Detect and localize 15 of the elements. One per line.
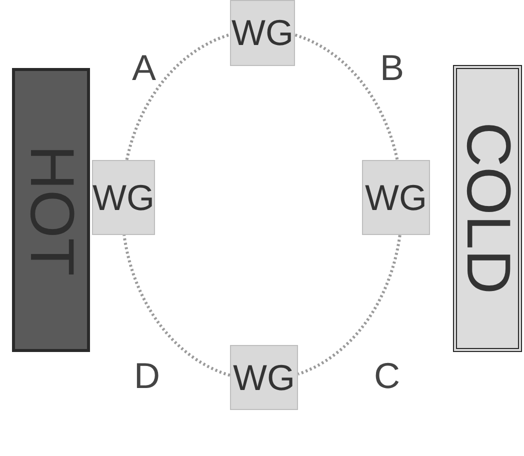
node-label: WG [365, 180, 427, 216]
node-label: WG [232, 15, 294, 51]
dotted-arc [122, 234, 230, 377]
dotted-arc [125, 33, 230, 160]
wg-box [92, 160, 155, 235]
hot-reservoir-bar [12, 68, 90, 352]
node-label: COLD [456, 122, 518, 295]
wg-box [230, 0, 295, 66]
node-label: WG [92, 180, 154, 216]
dotted-arc [294, 34, 399, 160]
node-label: WG [233, 360, 295, 396]
wg-box [230, 345, 298, 410]
wg-box [362, 160, 430, 235]
dotted-arc [298, 234, 402, 376]
cold-reservoir-bar [453, 65, 522, 352]
